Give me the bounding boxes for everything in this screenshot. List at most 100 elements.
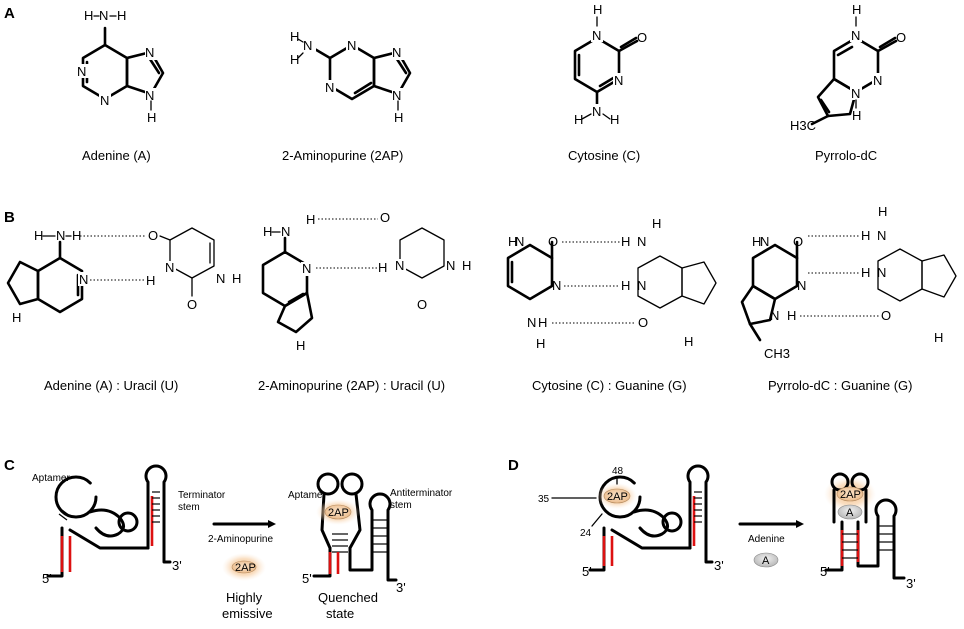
atom-n: N xyxy=(637,234,646,249)
atom-h: H xyxy=(752,234,761,249)
atom-h: H xyxy=(263,224,272,239)
atom-n: N xyxy=(347,38,356,53)
label-antiterminator: Antiterminator xyxy=(390,488,453,499)
caption-adenine: Adenine (A) xyxy=(82,148,151,163)
atom-h: H xyxy=(621,234,630,249)
atom-n: N xyxy=(395,258,404,273)
riboswitch-adenine-bound: 2AP A 5' 3' xyxy=(820,472,916,591)
atom-ch3: CH3 xyxy=(764,346,790,361)
atom-n: N xyxy=(552,278,561,293)
atom-n: N xyxy=(77,64,86,79)
atom-h: H xyxy=(508,234,517,249)
label-5prime-c1: 5' xyxy=(42,571,52,586)
pair-adenine-uracil: N H H N H O H N O N H xyxy=(6,227,241,325)
atom-h: H xyxy=(934,330,943,345)
panel-label-c: C xyxy=(4,457,15,474)
atom-h: H xyxy=(290,29,299,44)
label-position-24: 24 xyxy=(580,528,592,539)
atom-n: N xyxy=(877,265,886,280)
atom-h: H xyxy=(306,212,315,227)
atom-h: H xyxy=(684,334,693,349)
atom-n: N xyxy=(216,271,225,286)
label-3prime-c2: 3' xyxy=(396,580,406,595)
atom-n: N xyxy=(592,28,601,43)
label-aptamer-right: Aptamer xyxy=(288,490,326,501)
atom-h: H xyxy=(787,308,796,323)
atom-o: O xyxy=(417,297,427,312)
atom-h: H xyxy=(12,310,21,325)
atom-h: H xyxy=(296,338,305,353)
riboswitch-2ap-bound: 2AP 48 35 24 5' 3' xyxy=(538,464,724,579)
atom-h3c: H3C xyxy=(790,118,816,133)
atom-n: N xyxy=(637,278,646,293)
label-highly: Highly xyxy=(226,590,263,605)
atom-o: O xyxy=(881,308,891,323)
caption-pair-pyrrolo-g: Pyrrolo-dC : Guanine (G) xyxy=(768,378,913,393)
pyrrolo-dc-structure: H N O N N H H3C xyxy=(790,2,906,133)
atom-n: N xyxy=(851,86,860,101)
atom-n: N xyxy=(760,234,769,249)
caption-pair-2ap-u: 2-Aminopurine (2AP) : Uracil (U) xyxy=(258,378,445,393)
atom-n: N xyxy=(877,228,886,243)
badge-2ap-bound: 2AP xyxy=(328,507,349,519)
atom-n: N xyxy=(614,73,623,88)
atom-n: N xyxy=(770,308,779,323)
label-3prime-d1: 3' xyxy=(714,558,724,573)
adenine-structure: H N H N N N N H xyxy=(77,4,165,125)
atom-n: N xyxy=(303,38,312,53)
label-antiterminator-stem: stem xyxy=(390,500,412,511)
atom-n: N xyxy=(281,224,290,239)
atom-n: N xyxy=(392,88,401,103)
atom-n: N xyxy=(99,8,108,23)
atom-h: H xyxy=(538,315,547,330)
atom-n: N xyxy=(302,261,311,276)
atom-n: N xyxy=(446,258,455,273)
label-aptamer-left: Aptamer xyxy=(32,473,70,484)
atom-n: N xyxy=(392,45,401,60)
atom-h: H xyxy=(394,110,403,125)
atom-o: O xyxy=(548,234,558,249)
2-aminopurine-structure: N H H N N N N H xyxy=(290,29,412,125)
label-terminator-stem: stem xyxy=(178,502,200,513)
atom-h: H xyxy=(610,112,619,127)
atom-h: H xyxy=(147,110,156,125)
atom-h: H xyxy=(861,228,870,243)
atom-h: H xyxy=(232,271,241,286)
badge-2ap-quenched: 2AP xyxy=(840,489,861,501)
pair-pyrrolo-dc-guanine: N H O N N H CH3 H N H H N O H xyxy=(740,204,957,361)
atom-o: O xyxy=(896,30,906,45)
label-position-48: 48 xyxy=(612,466,624,477)
label-position-35: 35 xyxy=(538,494,550,505)
atom-h: H xyxy=(878,204,887,219)
atom-o: O xyxy=(637,30,647,45)
atom-o: O xyxy=(380,210,390,225)
label-3prime-d2: 3' xyxy=(906,576,916,591)
label-ligand-c: 2-Aminopurine xyxy=(208,534,273,545)
atom-n: N xyxy=(797,278,806,293)
label-state: state xyxy=(326,606,354,621)
atom-n: N xyxy=(145,88,154,103)
panel-label-d: D xyxy=(508,457,519,474)
atom-h: H xyxy=(536,336,545,351)
label-emissive: emissive xyxy=(222,606,273,621)
riboswitch-quenched-state: Aptamer 2AP Antiterminator stem 5' 3' xyxy=(288,472,453,595)
atom-h: H xyxy=(72,228,81,243)
pair-2ap-uracil: N H H N H O H N O N H xyxy=(261,210,471,353)
caption-2-aminopurine: 2-Aminopurine (2AP) xyxy=(282,148,403,163)
atom-n: N xyxy=(851,28,860,43)
panel-label-b: B xyxy=(4,209,15,226)
label-ligand-d: Adenine xyxy=(748,534,785,545)
atom-n: N xyxy=(515,234,524,249)
atom-n: N xyxy=(100,93,109,108)
label-quenched: Quenched xyxy=(318,590,378,605)
atom-o: O xyxy=(638,315,648,330)
atom-h: H xyxy=(378,260,387,275)
atom-h: H xyxy=(462,258,471,273)
atom-n: N xyxy=(325,80,334,95)
atom-h: H xyxy=(34,228,43,243)
atom-h: H xyxy=(861,265,870,280)
label-5prime-c2: 5' xyxy=(302,571,312,586)
atom-n: N xyxy=(145,45,154,60)
atom-h: H xyxy=(593,2,602,17)
